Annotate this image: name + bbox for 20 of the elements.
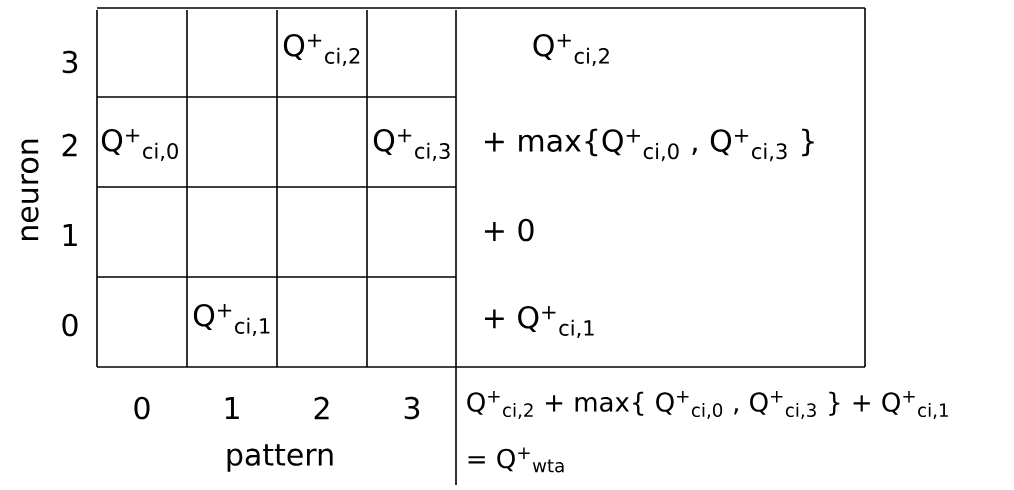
sum-term: + 0 [485,218,534,242]
sum-term: + Q$^{+}$ci,1 [485,305,594,339]
tick-label: 3 [404,396,420,420]
equation: = Q$^{+}$wta [468,447,564,473]
sum-term: Q$^{+}$ci,2 [533,33,609,67]
tick-label: 2 [62,133,77,157]
sum-term: + max{Q$^{+}$$_{ci,0}$ , Q$^{+}$$_{ci,3}$ } [485,128,814,162]
tick-label: 1 [63,224,77,246]
tick-label: 0 [134,396,150,420]
axis-label: pattern [227,444,333,472]
cell-value: Q$^{+}$ci,1 [193,303,270,337]
tick-label: 1 [225,397,239,419]
cell-value: Q$^{+}$ci,0 [101,128,178,162]
cell-value: Q$^{+}$ci,2 [283,33,360,67]
tick-label: 3 [62,50,78,74]
equation: Q$^{+}$$_{ci,2}$ + max{ Q$^{+}$$_{ci,0}$ , Q$^{+}$$_{ci,3}$ } + Q$^{+}$ci,1 [467,391,948,419]
tick-label: 0 [62,313,78,337]
axis-label: neuron [21,139,39,241]
cell-value: Q$^{+}$ci,3 [373,128,450,162]
tick-label: 2 [314,396,329,420]
